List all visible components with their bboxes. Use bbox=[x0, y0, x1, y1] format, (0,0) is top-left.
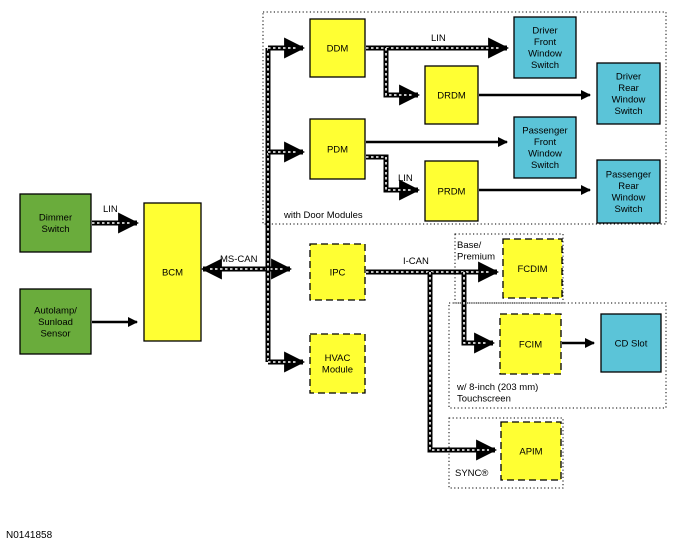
lin-label-dimmer: LIN bbox=[103, 204, 118, 215]
ipc-node: IPC bbox=[309, 243, 366, 301]
fcdim-label: FCDIM bbox=[517, 264, 547, 275]
with-door-modules-label: with Door Modules bbox=[283, 210, 363, 221]
pdm-label: PDM bbox=[327, 144, 348, 155]
apim-node: APIM bbox=[500, 421, 562, 481]
sync-label: SYNC® bbox=[455, 468, 488, 479]
prdm-node: PRDM bbox=[424, 160, 479, 222]
prdm-label: PRDM bbox=[438, 186, 466, 197]
touchscreen-label: w/ 8-inch (203 mm)Touchscreen bbox=[456, 382, 538, 405]
touchscreen-group bbox=[448, 302, 667, 409]
fcdim-node: FCDIM bbox=[502, 238, 563, 299]
drdm-label: DRDM bbox=[437, 90, 466, 101]
door-modules-group bbox=[262, 11, 667, 225]
figure-id: N0141858 bbox=[6, 530, 53, 541]
ddm-label: DDM bbox=[327, 43, 349, 54]
base-premium-group bbox=[454, 233, 564, 304]
fcim-node: FCIM bbox=[499, 313, 562, 375]
lin-label-pdm: LIN bbox=[398, 173, 413, 184]
drdm-node: DRDM bbox=[424, 65, 479, 125]
cd-slot-label: CD Slot bbox=[615, 338, 648, 349]
base-premium-label: Base/Premium bbox=[457, 240, 495, 263]
ddm-node: DDM bbox=[309, 18, 366, 78]
apim-label: APIM bbox=[519, 446, 542, 457]
fcim-label: FCIM bbox=[519, 339, 542, 350]
i-can-label: I-CAN bbox=[403, 256, 429, 267]
ipc-label: IPC bbox=[330, 267, 346, 278]
cd-slot-node: CD Slot bbox=[600, 313, 662, 373]
bcm-node: BCM bbox=[143, 202, 202, 342]
bcm-label: BCM bbox=[162, 267, 183, 278]
ms-can-label: MS-CAN bbox=[220, 254, 258, 265]
lin-label-ddm: LIN bbox=[431, 33, 446, 44]
pdm-node: PDM bbox=[309, 118, 366, 180]
